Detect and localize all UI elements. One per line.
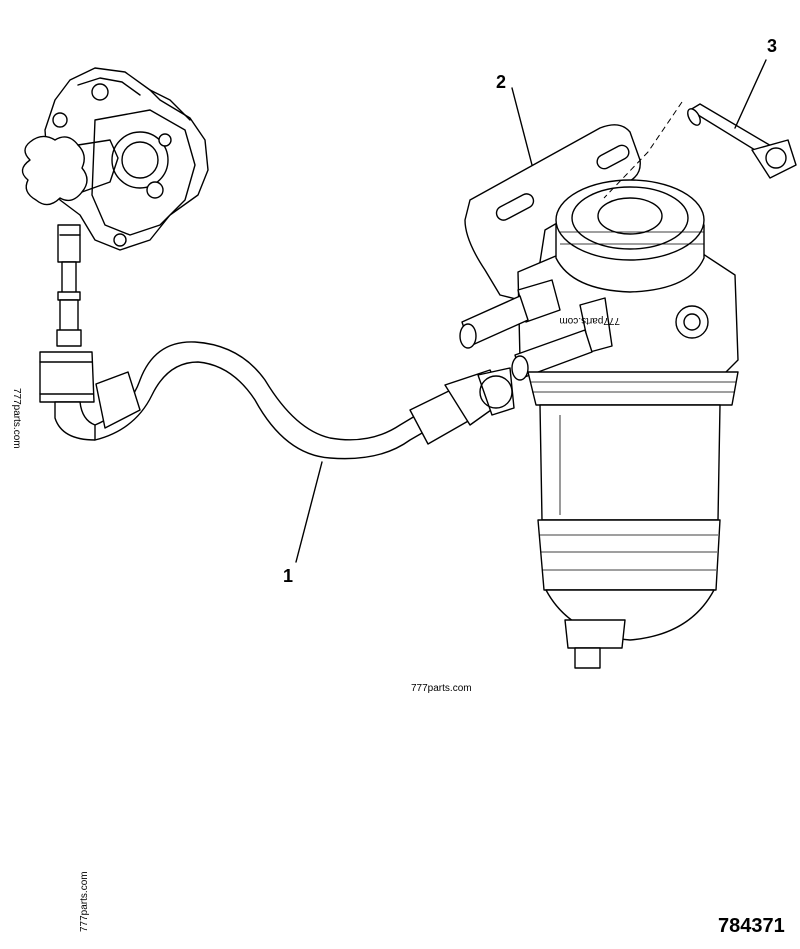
callout-2: 2 — [496, 72, 506, 92]
mounting-bracket-drawing — [464, 124, 641, 301]
watermark-bottom-left: 777parts.com — [79, 871, 90, 932]
watermark-center: 777parts.com — [411, 683, 472, 694]
bolt-drawing — [687, 103, 797, 179]
watermark-left: 777parts.com — [11, 388, 22, 449]
fuel-hose-drawing — [39, 341, 515, 460]
drawing-number: 784371 — [718, 915, 785, 937]
callout-3: 3 — [767, 36, 777, 56]
fuel-filter-drawing — [459, 179, 739, 669]
leader-lines — [295, 59, 767, 563]
fuel-pump-drawing — [21, 67, 209, 347]
watermark-mirrored: 777parts.com — [559, 315, 620, 326]
callout-1: 1 — [283, 566, 293, 586]
